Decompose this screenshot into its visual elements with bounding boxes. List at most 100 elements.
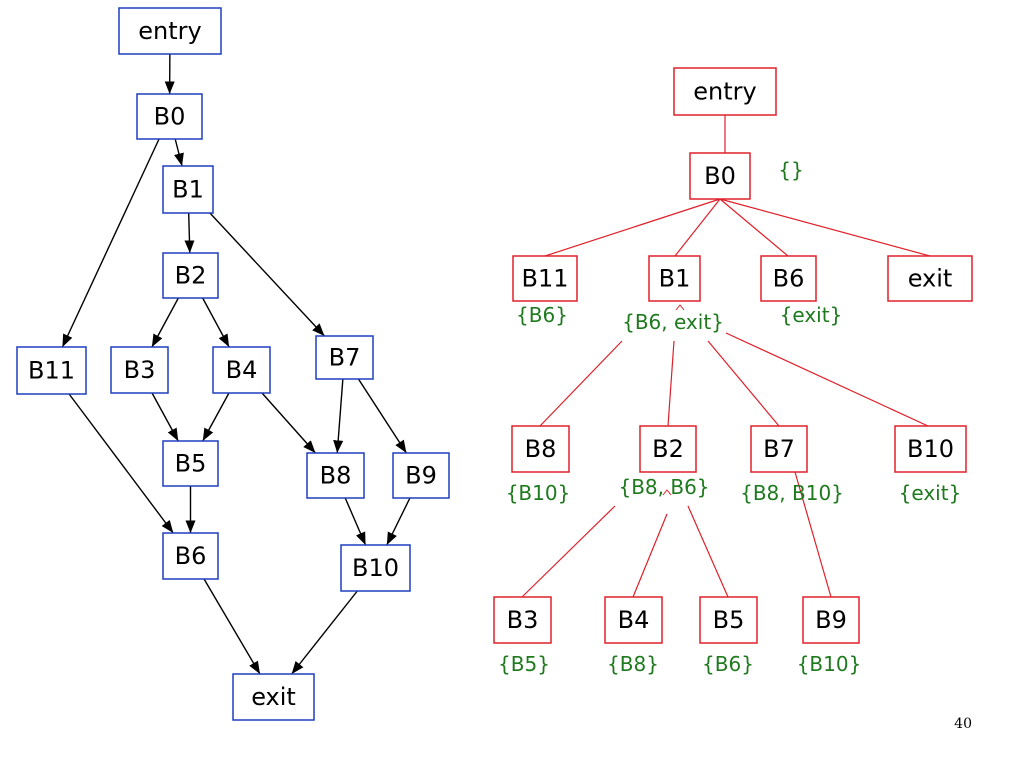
cfg-edge-B10-exit bbox=[291, 590, 358, 675]
tree-node-box bbox=[604, 596, 663, 644]
tree-edge-B2-B3 bbox=[521, 505, 616, 598]
postdominator-set-B11: {B6} bbox=[516, 303, 568, 327]
cfg-node-label: B10 bbox=[352, 554, 399, 582]
tree-node-box bbox=[639, 425, 697, 473]
tree-node-label: B3 bbox=[507, 606, 539, 634]
cfg-edge-B9-B10 bbox=[386, 497, 411, 546]
cfg-node-label: B11 bbox=[28, 357, 75, 385]
postdominator-set-B2: {B8, B6} bbox=[618, 475, 709, 499]
cfg-node-box bbox=[118, 7, 222, 55]
tree-node-B10: B10 bbox=[894, 425, 967, 473]
cfg-edge-B1-B2 bbox=[184, 212, 195, 254]
cfg-node-box bbox=[162, 532, 219, 580]
tree-edge-B1-B2 bbox=[667, 340, 675, 427]
cfg-node-box bbox=[392, 452, 450, 499]
tree-node-B2: B2 bbox=[639, 425, 697, 473]
tree-node-label: B8 bbox=[525, 435, 557, 463]
cfg-node-B11: B11 bbox=[16, 346, 87, 395]
cfg-node-box bbox=[315, 335, 374, 380]
tree-node-exit: exit bbox=[887, 255, 973, 302]
tree-node-box bbox=[511, 425, 570, 473]
cfg-node-B3: B3 bbox=[110, 346, 169, 394]
tree-caret-mark bbox=[662, 489, 672, 496]
postdominator-set-B3: {B5} bbox=[498, 652, 550, 676]
tree-node-B7: B7 bbox=[750, 425, 808, 473]
tree-node-B3: B3 bbox=[493, 596, 552, 644]
page-number: 40 bbox=[954, 716, 972, 732]
tree-edge-B0-exit bbox=[719, 198, 931, 257]
cfg-node-box bbox=[16, 346, 87, 395]
tree-node-label: B5 bbox=[713, 606, 745, 634]
postdominator-set-B10: {exit} bbox=[899, 481, 962, 505]
cfg-node-box bbox=[212, 346, 271, 394]
cfg-node-B0: B0 bbox=[136, 93, 203, 140]
cfg-edge-B1-B7 bbox=[209, 212, 325, 337]
cfg-node-B5: B5 bbox=[162, 440, 219, 487]
postdominator-set-B1: {B6, exit} bbox=[622, 310, 724, 334]
cfg-node-label: entry bbox=[138, 17, 201, 45]
cfg-edge-B4-B8 bbox=[261, 392, 316, 454]
cfg-edge-B3-B5 bbox=[151, 392, 179, 442]
tree-node-label: B2 bbox=[652, 435, 684, 463]
cfg-node-B10: B10 bbox=[340, 544, 411, 592]
cfg-node-B8: B8 bbox=[306, 452, 365, 499]
cfg-edge-B11-B6 bbox=[68, 393, 174, 534]
tree-node-box bbox=[894, 425, 967, 473]
tree-node-B6: B6 bbox=[760, 255, 817, 302]
cfg-node-box bbox=[136, 93, 203, 140]
tree-node-label: B11 bbox=[521, 265, 568, 293]
postdominator-set-B0: {} bbox=[778, 158, 803, 182]
tree-node-label: exit bbox=[908, 265, 953, 293]
tree-node-B0: B0 bbox=[689, 152, 751, 200]
postdominator-set-B4: {B8} bbox=[607, 652, 659, 676]
tree-node-label: B0 bbox=[704, 162, 736, 190]
cfg-node-box bbox=[340, 544, 411, 592]
cfg-node-label: B4 bbox=[226, 356, 258, 384]
tree-edge-B2-B4 bbox=[632, 513, 668, 598]
tree-node-label: B4 bbox=[618, 606, 650, 634]
cfg-node-label: exit bbox=[251, 683, 296, 711]
cfg-node-B6: B6 bbox=[162, 532, 219, 580]
tree-node-box bbox=[699, 596, 758, 644]
postdominator-set-B8: {B10} bbox=[506, 481, 571, 505]
tree-node-B9: B9 bbox=[802, 596, 860, 644]
tree-node-label: B1 bbox=[659, 265, 691, 293]
cfg-edge-B2-B3 bbox=[151, 297, 179, 348]
cfg-node-box bbox=[232, 673, 315, 721]
tree-caret-mark bbox=[675, 304, 685, 311]
tree-node-box bbox=[802, 596, 860, 644]
cfg-node-label: B2 bbox=[175, 262, 207, 290]
tree-node-box bbox=[887, 255, 973, 302]
cfg-node-label: B3 bbox=[124, 356, 156, 384]
tree-edge-B0-B6 bbox=[719, 198, 789, 257]
postdominator-set-B9: {B10} bbox=[797, 652, 862, 676]
cfg-node-box bbox=[162, 252, 219, 299]
cfg-node-label: B0 bbox=[154, 103, 186, 131]
cfg-node-box bbox=[110, 346, 169, 394]
tree-node-box bbox=[648, 255, 701, 302]
tree-node-label: entry bbox=[693, 78, 756, 106]
tree-node-B11: B11 bbox=[512, 255, 578, 302]
cfg-node-B9: B9 bbox=[392, 452, 450, 499]
tree-node-box bbox=[750, 425, 808, 473]
tree-node-box bbox=[512, 255, 578, 302]
tree-node-label: B6 bbox=[773, 265, 805, 293]
cfg-node-box bbox=[162, 440, 219, 487]
cfg-node-label: B5 bbox=[175, 450, 207, 478]
tree-edge-B1-B8 bbox=[539, 340, 623, 427]
tree-node-B1: B1 bbox=[648, 255, 701, 302]
cfg-node-B2: B2 bbox=[162, 252, 219, 299]
cfg-edge-B0-B1 bbox=[174, 138, 184, 167]
cfg-edge-B0-B11 bbox=[61, 138, 160, 348]
cfg-node-B7: B7 bbox=[315, 335, 374, 380]
postdominator-set-B5: {B6} bbox=[702, 652, 754, 676]
cfg-node-label: B9 bbox=[405, 462, 437, 490]
tree-edge-B1-B10 bbox=[725, 332, 929, 427]
cfg-node-box bbox=[306, 452, 365, 499]
cfg-edge-B2-B4 bbox=[202, 297, 230, 348]
cfg-node-B4: B4 bbox=[212, 346, 271, 394]
tree-edge-B2-B5 bbox=[687, 505, 729, 598]
